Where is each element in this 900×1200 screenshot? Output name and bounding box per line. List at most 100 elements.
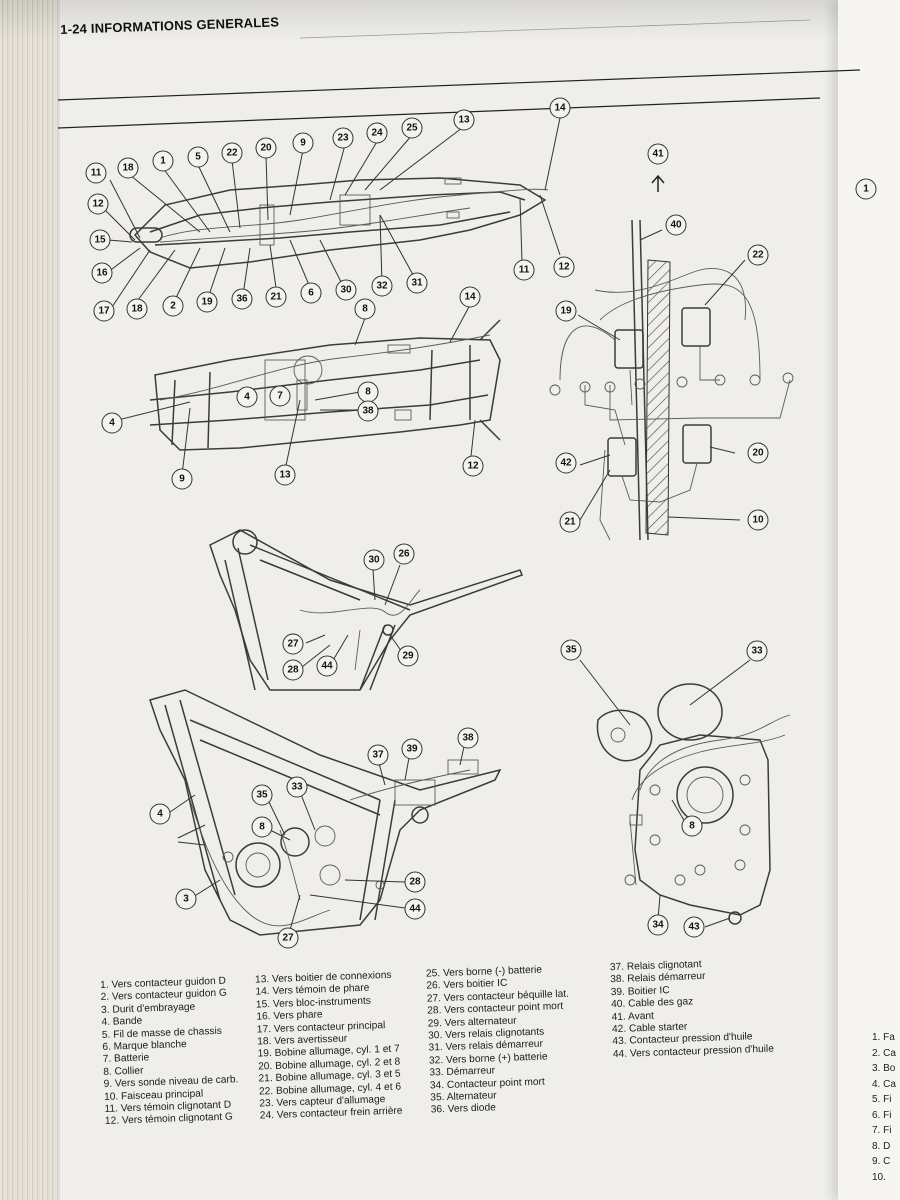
callout-d5-10: 27	[277, 927, 299, 949]
svg-text:1: 1	[160, 156, 166, 167]
svg-text:32: 32	[376, 281, 388, 292]
callout-d1-16: 18	[126, 298, 148, 320]
callout-d3-3: 19	[555, 300, 577, 322]
adjacent-page	[838, 0, 900, 1200]
callout-d2-3: 4	[236, 386, 258, 408]
callout-d2-8: 13	[274, 464, 296, 486]
callout-d5-0: 37	[367, 744, 389, 766]
callout-d3-7: 10	[747, 509, 769, 531]
callout-right-0: 1	[855, 178, 877, 200]
adjacent-legend-item: 3. Bo	[872, 1063, 896, 1074]
diagram-frame-middle	[117, 304, 501, 476]
svg-text:17: 17	[98, 306, 110, 317]
svg-text:11: 11	[519, 265, 530, 276]
svg-text:19: 19	[201, 297, 213, 308]
callout-d5-6: 8	[251, 816, 273, 838]
callout-d1-0: 11	[85, 162, 107, 184]
svg-text:33: 33	[291, 782, 303, 793]
callout-d4-5: 29	[397, 645, 419, 667]
callout-d1-7: 23	[332, 127, 354, 149]
svg-text:12: 12	[92, 199, 104, 210]
callout-d5-9: 44	[404, 898, 426, 920]
callout-d1-15: 17	[93, 300, 115, 322]
callout-d6-0: 35	[560, 639, 582, 661]
callout-d2-1: 14	[459, 286, 481, 308]
callout-d5-8: 28	[404, 871, 426, 893]
svg-text:4: 4	[157, 809, 163, 820]
callout-d6-2: 8	[681, 815, 703, 837]
adjacent-legend-item: 5. Fi	[872, 1094, 892, 1105]
callout-d4-3: 28	[282, 659, 304, 681]
callout-d1-24: 31	[406, 272, 428, 294]
svg-text:8: 8	[259, 822, 265, 833]
callout-d2-0: 8	[354, 298, 376, 320]
callout-d4-1: 26	[393, 543, 415, 565]
svg-text:8: 8	[365, 387, 371, 398]
callout-d1-10: 13	[453, 109, 475, 131]
svg-text:5: 5	[195, 152, 201, 163]
callout-d2-5: 8	[357, 381, 379, 403]
top-shadow	[0, 0, 900, 40]
callout-d1-21: 6	[300, 282, 322, 304]
svg-text:44: 44	[409, 904, 421, 915]
callout-d1-3: 5	[187, 146, 209, 168]
callout-d3-5: 20	[747, 442, 769, 464]
callout-d1-20: 21	[265, 286, 287, 308]
callout-d1-19: 36	[231, 288, 253, 310]
callout-d1-13: 15	[89, 229, 111, 251]
svg-text:20: 20	[752, 448, 764, 459]
svg-text:21: 21	[270, 292, 282, 303]
svg-text:14: 14	[464, 292, 476, 303]
callout-d3-1: 40	[665, 214, 687, 236]
svg-text:8: 8	[362, 304, 368, 315]
svg-text:13: 13	[458, 115, 470, 126]
svg-text:44: 44	[321, 661, 333, 672]
svg-text:43: 43	[688, 922, 700, 933]
svg-text:41: 41	[652, 149, 664, 160]
callout-d3-2: 22	[747, 244, 769, 266]
svg-text:40: 40	[670, 220, 682, 231]
adjacent-legend-item: 9. C	[872, 1156, 891, 1167]
diagram-ignition-coils	[549, 174, 794, 541]
svg-text:38: 38	[362, 406, 374, 417]
callout-d1-17: 2	[162, 295, 184, 317]
svg-text:7: 7	[277, 391, 283, 402]
callout-d1-1: 18	[117, 157, 139, 179]
svg-text:10: 10	[752, 515, 764, 526]
header-rules	[57, 19, 861, 129]
callout-d3-0: 41	[647, 143, 669, 165]
svg-text:23: 23	[337, 133, 349, 144]
svg-text:29: 29	[402, 651, 414, 662]
callout-d1-11: 14	[549, 97, 571, 119]
callout-d5-3: 4	[149, 803, 171, 825]
callout-d1-12: 12	[87, 193, 109, 215]
callout-d1-4: 22	[221, 142, 243, 164]
svg-text:37: 37	[372, 750, 384, 761]
callout-d1-23: 32	[371, 275, 393, 297]
callout-d1-8: 24	[366, 122, 388, 144]
svg-text:39: 39	[406, 744, 418, 755]
svg-text:27: 27	[282, 933, 294, 944]
svg-text:14: 14	[554, 103, 566, 114]
svg-text:28: 28	[287, 665, 299, 676]
svg-text:1: 1	[863, 184, 869, 195]
svg-text:9: 9	[179, 474, 185, 485]
callout-d1-14: 16	[91, 262, 113, 284]
diagram-top-view	[99, 117, 561, 311]
adjacent-legend-item: 2. Ca	[872, 1047, 896, 1059]
svg-text:2: 2	[170, 301, 176, 312]
svg-text:31: 31	[411, 278, 423, 289]
svg-text:19: 19	[560, 306, 572, 317]
callout-d2-6: 38	[357, 400, 379, 422]
svg-text:11: 11	[91, 168, 102, 179]
svg-text:20: 20	[260, 143, 272, 154]
adjacent-legend-item: 1. Fa	[872, 1032, 895, 1043]
callout-d5-2: 38	[457, 727, 479, 749]
callouts: 11 18 1 5 22 20 9 23 24 25 13 14 12 15 1…	[85, 97, 877, 949]
diagram-engine-case	[579, 659, 791, 928]
